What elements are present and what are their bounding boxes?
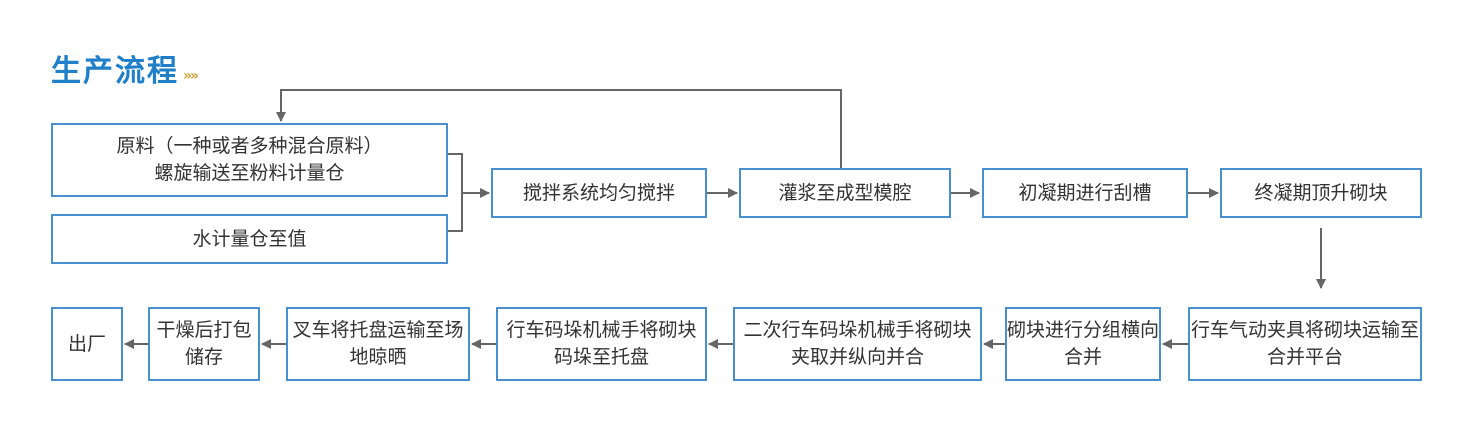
step-water: 水计量仓至值 <box>51 214 448 264</box>
step-initial-set: 初凝期进行刮槽 <box>982 168 1188 218</box>
step-drying: 干燥后打包储存 <box>148 307 260 381</box>
title-text: 生产流程 <box>51 54 179 89</box>
merge-bracket <box>448 153 463 232</box>
feedback-connector <box>276 89 842 170</box>
step-forklift: 叉车将托盘运输至场地晾晒 <box>286 307 470 381</box>
step-crane-transport: 行车气动夹具将砌块运输至合并平台 <box>1188 307 1422 381</box>
step-second-crane: 二次行车码垛机械手将砌块夹取并纵向并合 <box>733 307 982 381</box>
page-title: 生产流程 »» <box>51 46 199 90</box>
step-stacking: 行车码垛机械手将砌块码垛至托盘 <box>496 307 707 381</box>
step-raw-material: 原料（一种或者多种混合原料） 螺旋输送至粉料计量仓 <box>51 123 448 197</box>
step-final-set: 终凝期顶升砌块 <box>1220 168 1422 218</box>
step-exit: 出厂 <box>51 307 123 381</box>
step-grouting: 灌浆至成型模腔 <box>739 168 951 218</box>
step-group-merge: 砌块进行分组横向合并 <box>1005 307 1161 381</box>
chevron-icon: »» <box>183 68 199 84</box>
step-mixing: 搅拌系统均匀搅拌 <box>491 168 707 218</box>
